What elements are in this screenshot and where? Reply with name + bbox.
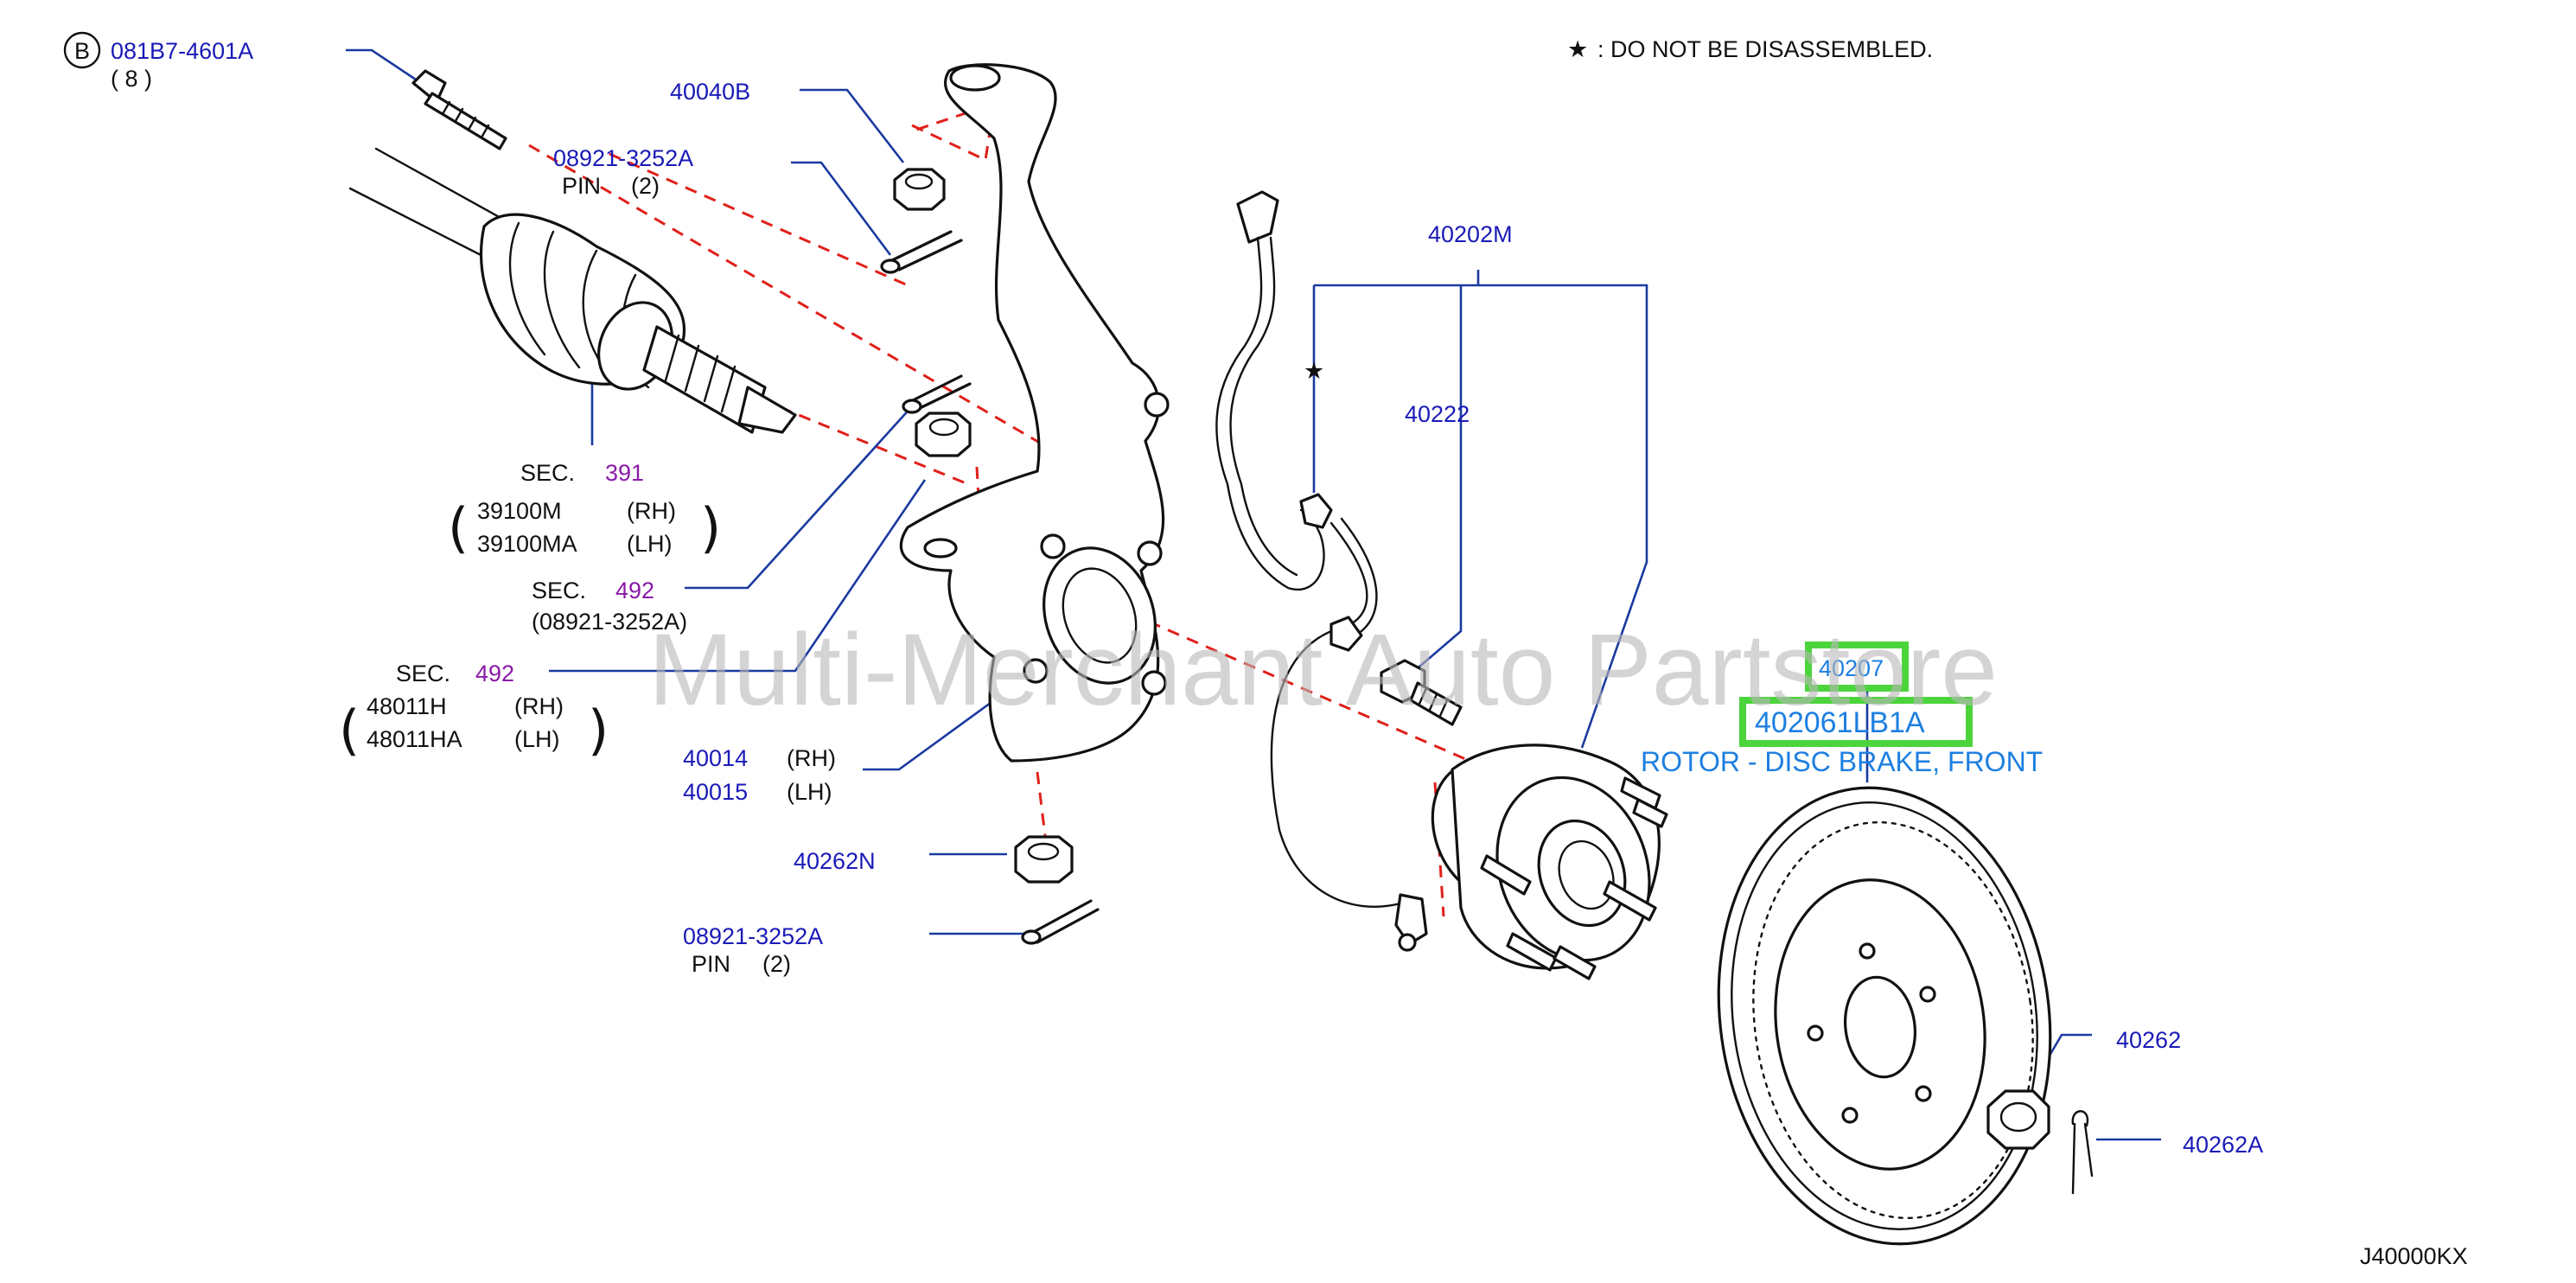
sec492b-rh-code: 48011H bbox=[367, 693, 447, 719]
bolt-081b7 bbox=[411, 69, 507, 150]
note-text: : DO NOT BE DISASSEMBLED. bbox=[1597, 36, 1933, 62]
part-number-40202m[interactable]: 40202M bbox=[1428, 221, 1513, 247]
label-pin-lower[interactable]: 08921-3252A PIN (2) bbox=[683, 923, 823, 977]
part-number-40262n[interactable]: 40262N bbox=[794, 848, 876, 874]
sensor-bolt bbox=[1380, 659, 1463, 726]
label-bolt-081b7[interactable]: B 081B7-4601A ( 8 ) bbox=[63, 31, 253, 92]
pin-lower-name: PIN bbox=[692, 951, 730, 977]
disassembly-note: ★ : DO NOT BE DISASSEMBLED. bbox=[1567, 36, 1933, 62]
pin-top-qty: (2) bbox=[631, 173, 660, 199]
label-sec-492-tierod[interactable]: SEC. 492 ( 48011H (RH) 48011HA (LH) ) bbox=[339, 661, 609, 762]
label-sec-492-pin[interactable]: SEC. 492 (08921-3252A) bbox=[532, 578, 687, 635]
knuckle-nut-mid bbox=[902, 374, 972, 457]
axle-nut-and-pin bbox=[1986, 1089, 2094, 1195]
note-star-icon: ★ bbox=[1567, 36, 1588, 62]
bolt-quantity: ( 8 ) bbox=[111, 66, 152, 92]
sec391-lh: (LH) bbox=[627, 531, 673, 557]
sec492a-sub: (08921-3252A) bbox=[532, 609, 687, 635]
part-number-40015[interactable]: 40015 bbox=[683, 779, 748, 805]
sec492b-num[interactable]: 492 bbox=[475, 661, 514, 686]
pin-top-name: PIN bbox=[562, 173, 601, 199]
watermark: Multi-Merchant Auto Partstore bbox=[648, 613, 1998, 727]
part-number-40014[interactable]: 40014 bbox=[683, 745, 748, 771]
part-number-08921-3252a-lower[interactable]: 08921-3252A bbox=[683, 923, 823, 949]
sec492b-lh: (LH) bbox=[514, 726, 560, 752]
sec492b-sec: SEC. bbox=[396, 661, 450, 686]
rotor-highlight-box bbox=[1739, 697, 1973, 747]
pin-lower-qty: (2) bbox=[762, 951, 791, 977]
diagram-id: J40000KX bbox=[2360, 1243, 2468, 1269]
sec492a-sec: SEC. bbox=[532, 578, 586, 603]
knuckle-nut-lower bbox=[1014, 835, 1100, 945]
part-number-402061lb1a[interactable]: 402061LB1A bbox=[1755, 706, 1925, 739]
drive-shaft bbox=[348, 147, 797, 434]
wheel-hub bbox=[1431, 744, 1668, 980]
part-number-081b7-4601a[interactable]: 081B7-4601A bbox=[111, 38, 253, 64]
rotor-description: ROTOR - DISC BRAKE, FRONT bbox=[1641, 746, 2043, 777]
label-rotor[interactable]: 402061LB1A ROTOR - DISC BRAKE, FRONT bbox=[1641, 697, 2043, 777]
part-number-40207[interactable]: 40207 bbox=[1819, 655, 1884, 681]
part-number-40222[interactable]: 40222 bbox=[1405, 401, 1470, 427]
part-number-40040b[interactable]: 40040B bbox=[670, 79, 750, 105]
label-pin-top[interactable]: 08921-3252A PIN (2) bbox=[553, 145, 693, 199]
knuckle-nut-top bbox=[880, 168, 963, 274]
sensor-star-icon: ★ bbox=[1304, 358, 1324, 384]
part-number-08921-3252a-top[interactable]: 08921-3252A bbox=[553, 145, 693, 171]
steering-knuckle bbox=[899, 63, 1170, 763]
sec492b-open-paren: ( bbox=[339, 699, 360, 762]
knuckle-rh: (RH) bbox=[787, 745, 836, 771]
hub-highlight-box bbox=[1805, 642, 1909, 692]
sec391-rh: (RH) bbox=[627, 498, 676, 524]
label-knuckle[interactable]: 40014 (RH) 40015 (LH) bbox=[683, 745, 836, 805]
sec391-rh-code: 39100M bbox=[477, 498, 562, 524]
abs-sensor bbox=[1215, 190, 1428, 952]
sec391-close-paren: ) bbox=[700, 496, 721, 559]
part-number-40262[interactable]: 40262 bbox=[2116, 1027, 2181, 1053]
sec391-num[interactable]: 391 bbox=[605, 460, 644, 486]
label-hub-40207[interactable]: 40207 bbox=[1805, 642, 1909, 692]
sec492b-close-paren: ) bbox=[588, 699, 609, 762]
leader-lines bbox=[346, 48, 2161, 1141]
sec492b-rh: (RH) bbox=[514, 693, 564, 719]
sec391-lh-code: 39100MA bbox=[477, 531, 577, 557]
sec492b-lh-code: 48011HA bbox=[367, 726, 462, 752]
sec391-sec: SEC. bbox=[520, 460, 575, 486]
part-number-40262a[interactable]: 40262A bbox=[2183, 1132, 2263, 1158]
brake-rotor bbox=[1717, 786, 2052, 1246]
knuckle-lh: (LH) bbox=[787, 779, 832, 805]
label-sec-391[interactable]: SEC. 391 ( 39100M (RH) 39100MA (LH) ) bbox=[448, 460, 721, 559]
sec391-open-paren: ( bbox=[448, 496, 469, 559]
sec492a-num[interactable]: 492 bbox=[615, 578, 654, 603]
bolt-circle-letter: B bbox=[74, 38, 90, 64]
